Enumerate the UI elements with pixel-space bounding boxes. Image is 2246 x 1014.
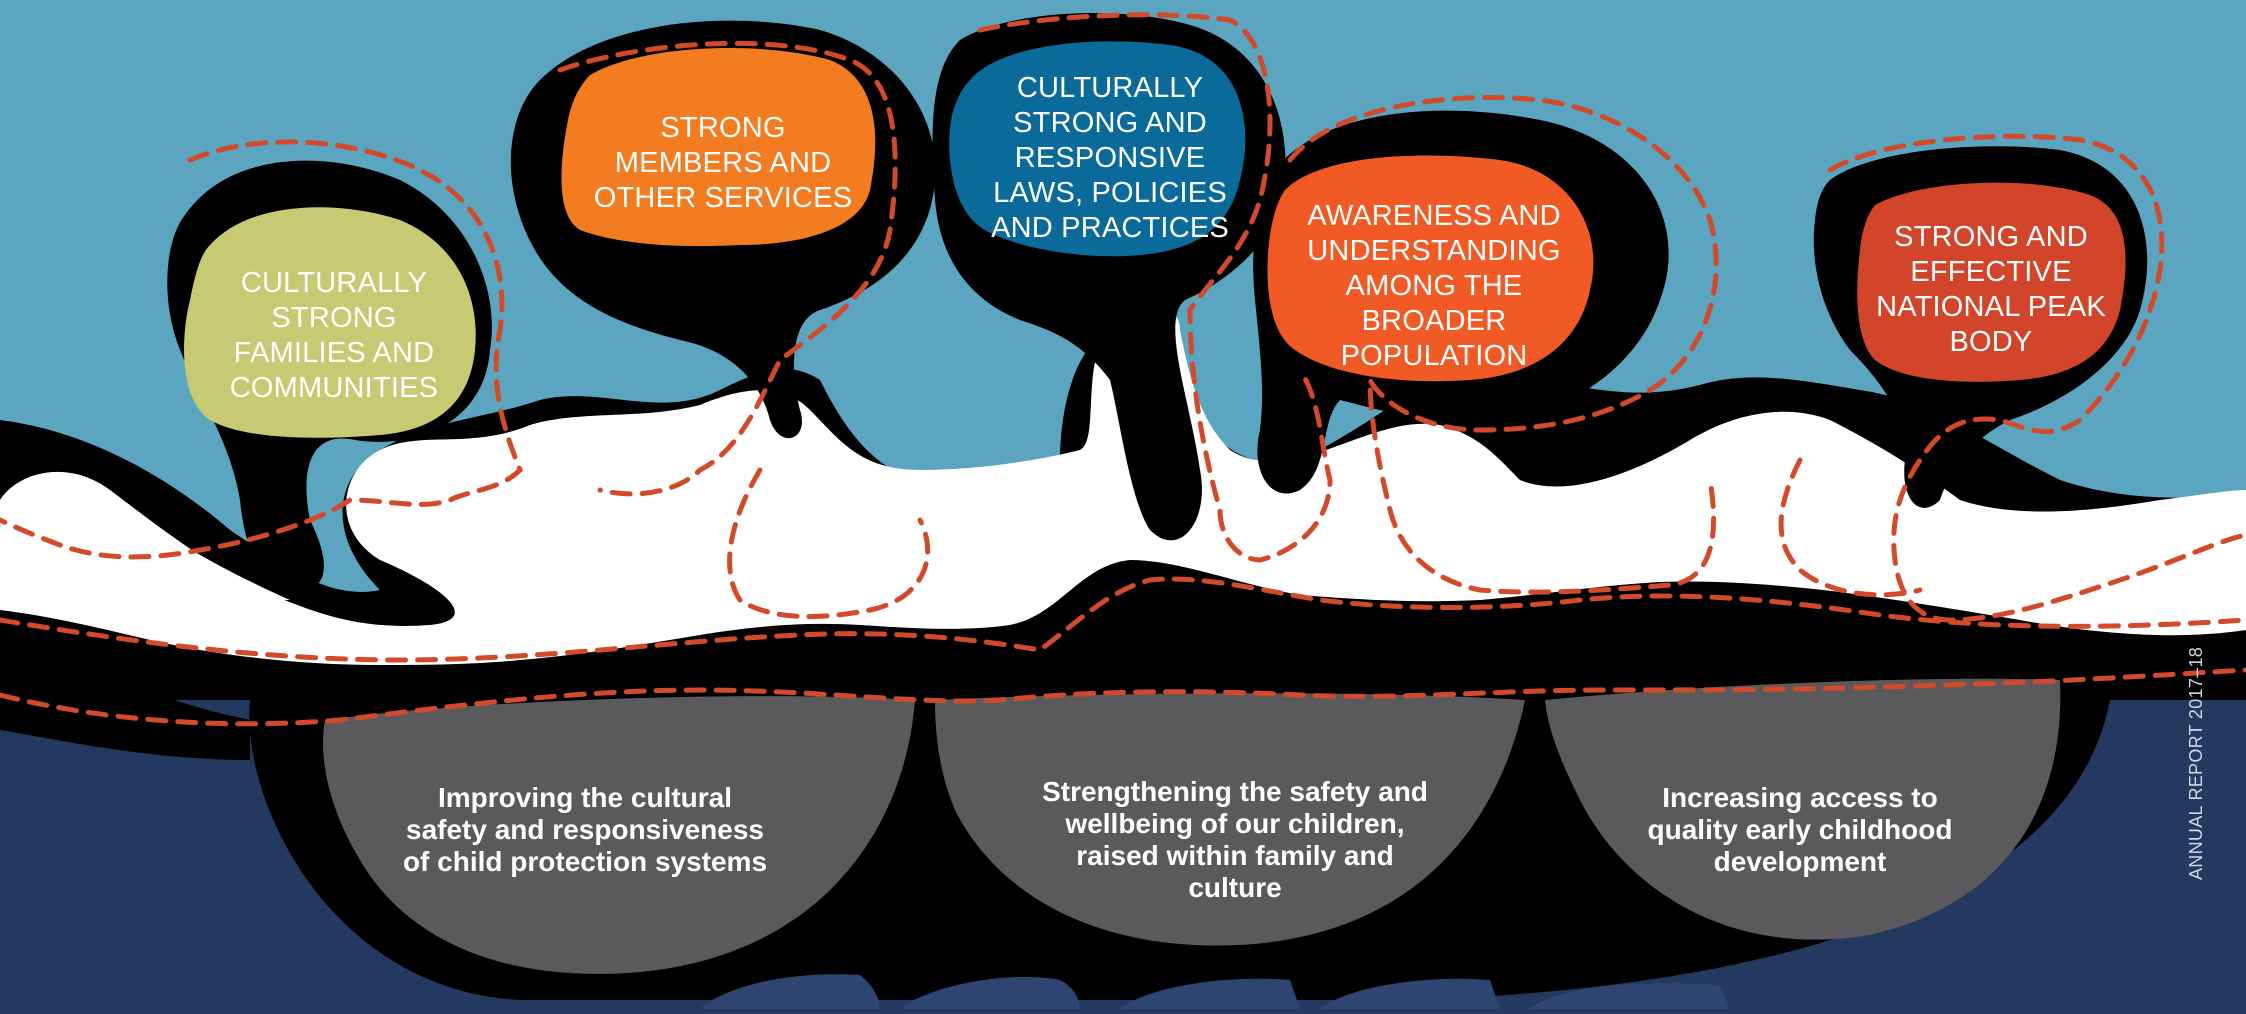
- goal-awareness-text: AWARENESS AND UNDERSTANDING AMONG THE BR…: [1307, 199, 1561, 372]
- goal-peak-body: STRONG AND EFFECTIVE NATIONAL PEAK BODY: [1860, 200, 2122, 380]
- dashed-low-loop: [1778, 457, 1923, 598]
- goal-laws: CULTURALLY STRONG AND RESPONSIVE LAWS, P…: [960, 58, 1260, 258]
- outcome-rock-2: [935, 693, 1525, 946]
- outcome-cultural-safety-text: Improving the cultural safety and respon…: [402, 782, 768, 877]
- annual-report-side-text: ANNUAL REPORT 2017–18: [2186, 646, 2206, 880]
- outcome-wellbeing-text: Strengthening the safety and wellbeing o…: [1042, 776, 1428, 903]
- dashed-river-bottom: [0, 667, 2246, 727]
- outcome-cultural-safety: Improving the cultural safety and respon…: [360, 760, 810, 900]
- outcome-wellbeing: Strengthening the safety and wellbeing o…: [1000, 760, 1470, 920]
- members-blob: [561, 48, 876, 247]
- outcome-early-childhood-text: Increasing access to quality early child…: [1647, 782, 1953, 877]
- goal-families-text: CULTURALLY STRONG FAMILIES AND COMMUNITI…: [229, 267, 439, 404]
- dashed-river-top: [0, 576, 2246, 663]
- goal-laws-text: CULTURALLY STRONG AND RESPONSIVE LAWS, P…: [991, 71, 1229, 244]
- dashed-members: [557, 40, 898, 497]
- dashed-families: [0, 139, 523, 560]
- dashed-middle-loop: [727, 467, 931, 620]
- awareness-blob: [1267, 155, 1594, 382]
- goal-awareness: AWARENESS AND UNDERSTANDING AMONG THE BR…: [1278, 186, 1590, 386]
- dashed-outlines: [0, 12, 2246, 727]
- dashed-laws: [977, 12, 1333, 563]
- outcome-rock-1: [323, 696, 916, 974]
- goal-members: STRONG MEMBERS AND OTHER SERVICES: [570, 78, 876, 248]
- river-white-left: [0, 474, 290, 600]
- families-blob: [184, 207, 476, 438]
- goal-families: CULTURALLY STRONG FAMILIES AND COMMUNITI…: [178, 236, 490, 436]
- outcome-early-childhood: Increasing access to quality early child…: [1580, 760, 2020, 900]
- peak-blob: [1857, 182, 2126, 382]
- dashed-awareness: [1287, 95, 1719, 595]
- laws-blob: [949, 41, 1246, 257]
- left-black-shore: [0, 640, 250, 760]
- ground-texture: [700, 974, 1730, 1009]
- outcome-rock-3: [1545, 678, 2061, 940]
- goal-peak-body-text: STRONG AND EFFECTIVE NATIONAL PEAK BODY: [1876, 221, 2106, 358]
- river-white: [0, 307, 2246, 665]
- goal-members-text: STRONG MEMBERS AND OTHER SERVICES: [593, 111, 853, 214]
- dashed-peak: [1827, 133, 2246, 623]
